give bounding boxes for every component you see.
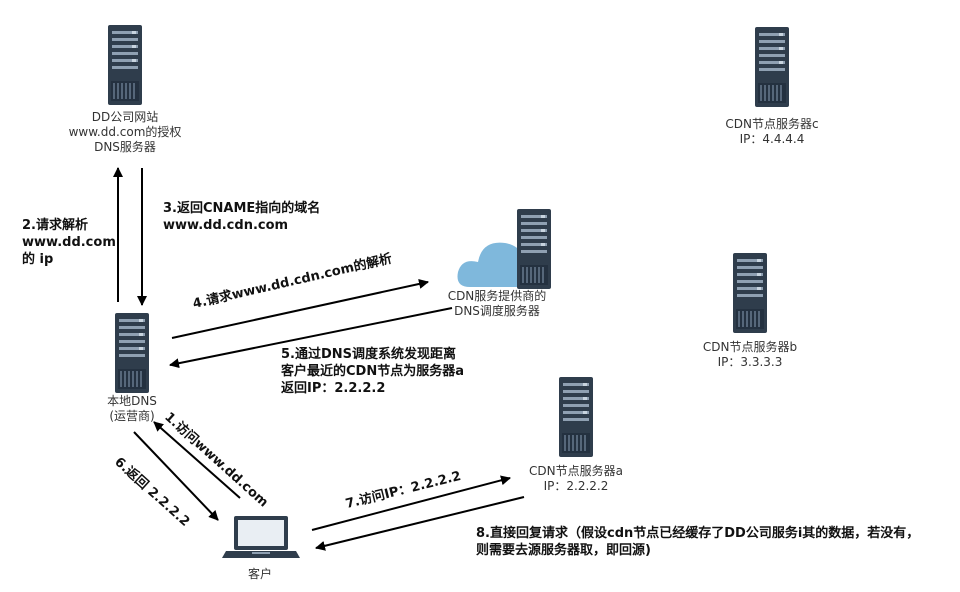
local-dns-name: 本地DNS: [107, 394, 157, 408]
arrow-step7: [311, 475, 511, 531]
step8-line2: 则需要去源服务器取，即回源): [476, 543, 651, 558]
server-icon-cdn-c: [755, 27, 789, 107]
server-icon-local-dns: [115, 313, 149, 393]
step5-line1: 5.通过DNS调度系统发现距离: [281, 347, 457, 362]
arrow-step5: [169, 307, 453, 369]
step2-line3: 的 ip: [22, 252, 54, 267]
node-label-dd-dns: DD公司网站 www.dd.com的授权 DNS服务器: [60, 110, 190, 155]
step5-line2: 客户最近的CDN节点为服务器a: [281, 364, 464, 379]
step2-line2: www.dd.com: [22, 235, 116, 250]
dd-dns-role: DNS服务器: [94, 140, 156, 154]
server-icon-dd-dns: [108, 25, 142, 105]
node-label-local-dns: 本地DNS (运营商): [82, 394, 182, 424]
arrow-step8: [315, 496, 525, 551]
step2-line1: 2.请求解析: [22, 218, 88, 233]
step2-label: 2.请求解析 www.dd.com 的 ip: [22, 217, 116, 268]
node-label-cdn-a: CDN节点服务器a IP：2.2.2.2: [511, 464, 641, 494]
local-dns-operator: (运营商): [109, 409, 155, 423]
cdn-c-ip: IP：4.4.4.4: [739, 132, 805, 146]
arrow-step6: [133, 431, 219, 521]
arrow-step4: [171, 279, 429, 339]
cdn-dns-role: DNS调度服务器: [454, 304, 540, 318]
dd-dns-name: DD公司网站: [91, 110, 159, 124]
node-label-cdn-dns: CDN服务提供商的 DNS调度服务器: [432, 289, 562, 319]
server-icon-cdn-dns: [517, 209, 551, 289]
node-label-client: 客户: [230, 567, 290, 582]
server-icon-cdn-a: [559, 377, 593, 457]
step5-label: 5.通过DNS调度系统发现距离 客户最近的CDN节点为服务器a 返回IP：2.2…: [281, 346, 464, 397]
laptop-icon: [222, 516, 300, 558]
step5-line3: 返回IP：2.2.2.2: [281, 381, 386, 396]
server-icon-cdn-b: [733, 253, 767, 333]
step3-line2: www.dd.cdn.com: [163, 218, 289, 233]
step8-line1: 8.直接回复请求（假设cdn节点已经缓存了DD公司服务i其的数据，若没有，: [476, 526, 920, 541]
step3-label: 3.返回CNAME指向的域名 www.dd.cdn.com: [163, 200, 320, 234]
node-label-cdn-c: CDN节点服务器c IP：4.4.4.4: [707, 117, 837, 147]
step3-line1: 3.返回CNAME指向的域名: [163, 201, 321, 216]
cdn-dns-name: CDN服务提供商的: [447, 289, 547, 303]
step8-label: 8.直接回复请求（假设cdn节点已经缓存了DD公司服务i其的数据，若没有， 则需…: [476, 525, 919, 559]
cdn-c-name: CDN节点服务器c: [725, 117, 819, 131]
cdn-b-ip: IP：3.3.3.3: [717, 355, 783, 369]
client-name: 客户: [247, 567, 272, 581]
cdn-b-name: CDN节点服务器b: [702, 340, 798, 354]
node-label-cdn-b: CDN节点服务器b IP：3.3.3.3: [685, 340, 815, 370]
cdn-a-name: CDN节点服务器a: [529, 464, 623, 478]
cdn-a-ip: IP：2.2.2.2: [543, 479, 609, 493]
arrow-step1: [153, 421, 241, 499]
dd-dns-domain: www.dd.com的授权: [68, 125, 182, 139]
